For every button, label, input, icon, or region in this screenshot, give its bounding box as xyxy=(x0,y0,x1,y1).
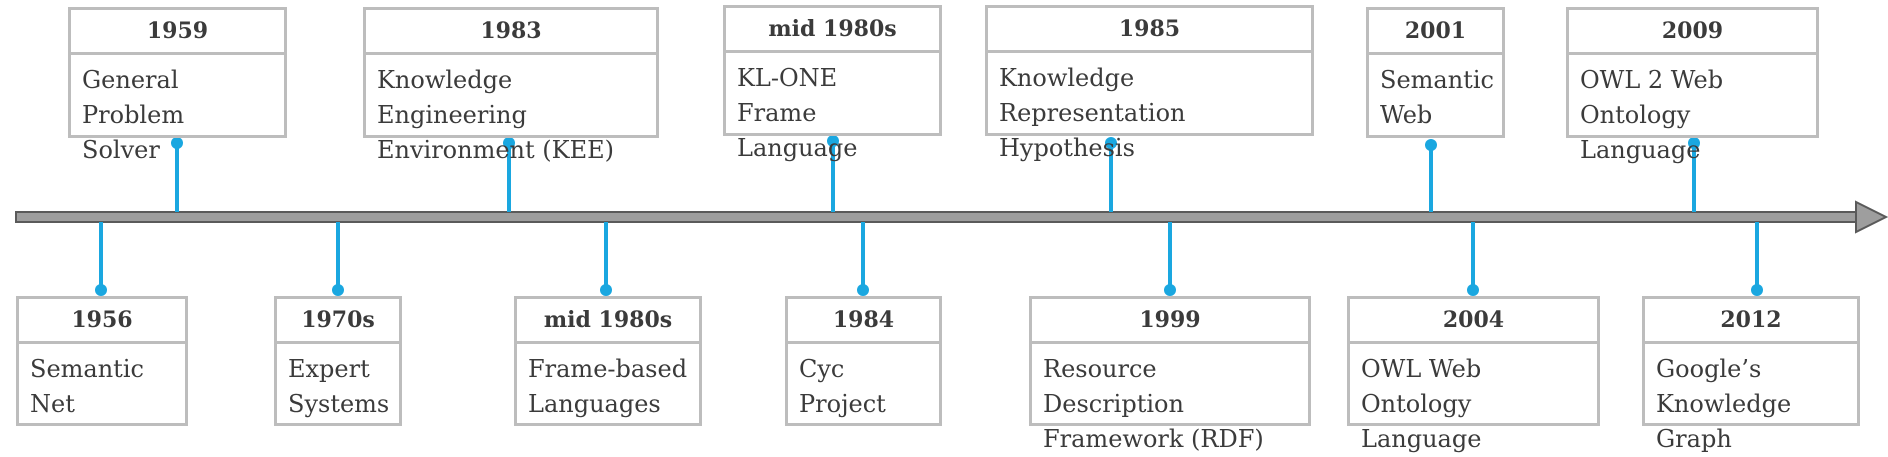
event-mid-1980s-frame-based: mid 1980s Frame-based Languages xyxy=(514,296,702,426)
timeline-arrowhead xyxy=(1855,200,1888,234)
connectors xyxy=(95,135,1763,296)
event-1956: 1956 Semantic Net xyxy=(16,296,188,426)
event-year: 2004 xyxy=(1350,299,1597,344)
event-description: OWL 2 Web Ontology Language xyxy=(1580,66,1724,164)
event-description: Semantic Web xyxy=(1380,66,1494,129)
event-year: mid 1980s xyxy=(517,299,699,344)
bottom-connector-dot xyxy=(95,284,107,296)
event-description: Knowledge Representation Hypothesis xyxy=(999,64,1186,162)
event-year: 1999 xyxy=(1032,299,1308,344)
top-connector-dot xyxy=(1425,139,1437,151)
event-year: 1985 xyxy=(988,8,1311,53)
event-year: 2012 xyxy=(1645,299,1857,344)
event-2001: 2001 Semantic Web xyxy=(1366,7,1505,138)
event-description: Google’s Knowledge Graph xyxy=(1656,355,1792,453)
event-description: Resource Description Framework (RDF) xyxy=(1043,355,1264,453)
event-description: Cyc Project xyxy=(799,355,886,418)
event-year: 1970s xyxy=(277,299,399,344)
event-description: OWL Web Ontology Language xyxy=(1361,355,1482,453)
event-2012: 2012 Google’s Knowledge Graph xyxy=(1642,296,1860,453)
bottom-connector-dot xyxy=(332,284,344,296)
bottom-connector-dot xyxy=(857,284,869,296)
timeline-graphics xyxy=(15,135,1888,296)
timeline-axis xyxy=(15,200,1888,234)
bottom-connector-dot xyxy=(1164,284,1176,296)
event-1983: 1983 Knowledge Engineering Environment (… xyxy=(363,7,659,164)
event-2009: 2009 OWL 2 Web Ontology Language xyxy=(1566,7,1819,164)
event-description: General Problem Solver xyxy=(82,66,185,164)
bottom-connector-dot xyxy=(600,284,612,296)
event-year: 2001 xyxy=(1369,10,1502,55)
event-year: 2009 xyxy=(1569,10,1816,55)
bottom-connector-dot xyxy=(1751,284,1763,296)
event-year: 1959 xyxy=(71,10,284,55)
event-description: Semantic Net xyxy=(30,355,144,418)
top-connector-dot xyxy=(1105,137,1117,149)
event-1999: 1999 Resource Description Framework (RDF… xyxy=(1029,296,1311,453)
event-year: 1984 xyxy=(788,299,939,344)
event-2004: 2004 OWL Web Ontology Language xyxy=(1347,296,1600,453)
event-year: 1956 xyxy=(19,299,185,344)
event-1970s: 1970s Expert Systems xyxy=(274,296,402,426)
event-year: 1983 xyxy=(366,10,656,55)
event-description: Frame-based Languages xyxy=(528,355,688,418)
event-1984: 1984 Cyc Project xyxy=(785,296,942,426)
event-1985: 1985 Knowledge Representation Hypothesis xyxy=(985,5,1314,162)
bottom-connector-dot xyxy=(1467,284,1479,296)
top-connector-dot xyxy=(171,137,183,149)
event-description: Expert Systems xyxy=(288,355,390,418)
top-connector-dot xyxy=(503,137,515,149)
event-year: mid 1980s xyxy=(726,8,939,53)
top-connector-dot xyxy=(827,135,839,147)
event-description: KL-ONE Frame Language xyxy=(737,64,858,162)
event-description: Knowledge Engineering Environment (KEE) xyxy=(377,66,614,164)
top-connector-dot xyxy=(1688,137,1700,149)
event-1959: 1959 General Problem Solver xyxy=(68,7,287,164)
timeline-bar xyxy=(15,211,1857,223)
event-mid-1980s-kl-one: mid 1980s KL-ONE Frame Language xyxy=(723,5,942,162)
